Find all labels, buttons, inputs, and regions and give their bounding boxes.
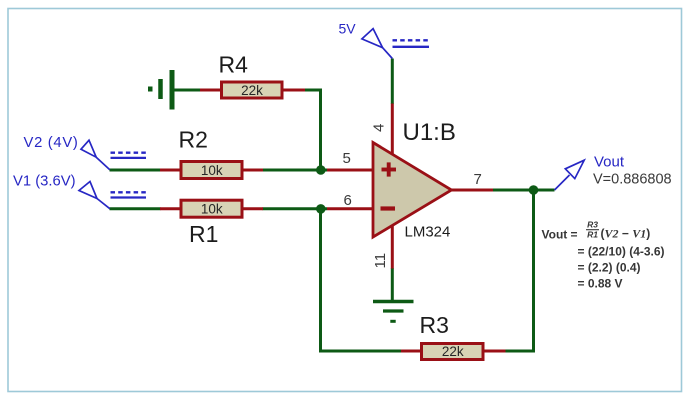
svg-text:U1:B: U1:B xyxy=(403,119,456,146)
svg-text:5: 5 xyxy=(343,150,351,167)
svg-text:R1: R1 xyxy=(587,230,598,240)
svg-text:Vout: Vout xyxy=(542,228,568,242)
svg-text:R4: R4 xyxy=(219,52,249,78)
svg-text:=: = xyxy=(571,228,578,242)
svg-text:R2: R2 xyxy=(179,127,208,153)
svg-text:6: 6 xyxy=(344,192,352,209)
svg-text:11: 11 xyxy=(372,253,389,269)
svg-text:5V: 5V xyxy=(339,21,357,37)
svg-text:Vout: Vout xyxy=(594,154,625,171)
svg-text:(V2 − V1): (V2 − V1) xyxy=(601,227,651,241)
svg-text:V1 (3.6V): V1 (3.6V) xyxy=(13,174,76,190)
svg-text:= (2.2) (0.4): = (2.2) (0.4) xyxy=(578,261,641,275)
svg-text:V=0.886808: V=0.886808 xyxy=(593,172,672,188)
svg-text:R3: R3 xyxy=(587,220,598,230)
svg-text:4: 4 xyxy=(371,124,388,132)
svg-text:7: 7 xyxy=(474,171,482,188)
svg-text:22k: 22k xyxy=(442,344,464,359)
svg-text:10k: 10k xyxy=(201,202,223,217)
svg-text:= (22/10) (4-3.6): = (22/10) (4-3.6) xyxy=(578,245,665,259)
svg-text:22k: 22k xyxy=(241,83,263,98)
svg-text:R1: R1 xyxy=(189,221,218,247)
svg-text:10k: 10k xyxy=(201,163,223,178)
svg-text:= 0.88 V: = 0.88 V xyxy=(578,276,623,290)
svg-text:V2 (4V): V2 (4V) xyxy=(24,135,79,151)
svg-text:R3: R3 xyxy=(420,312,449,338)
svg-text:LM324: LM324 xyxy=(405,223,451,240)
